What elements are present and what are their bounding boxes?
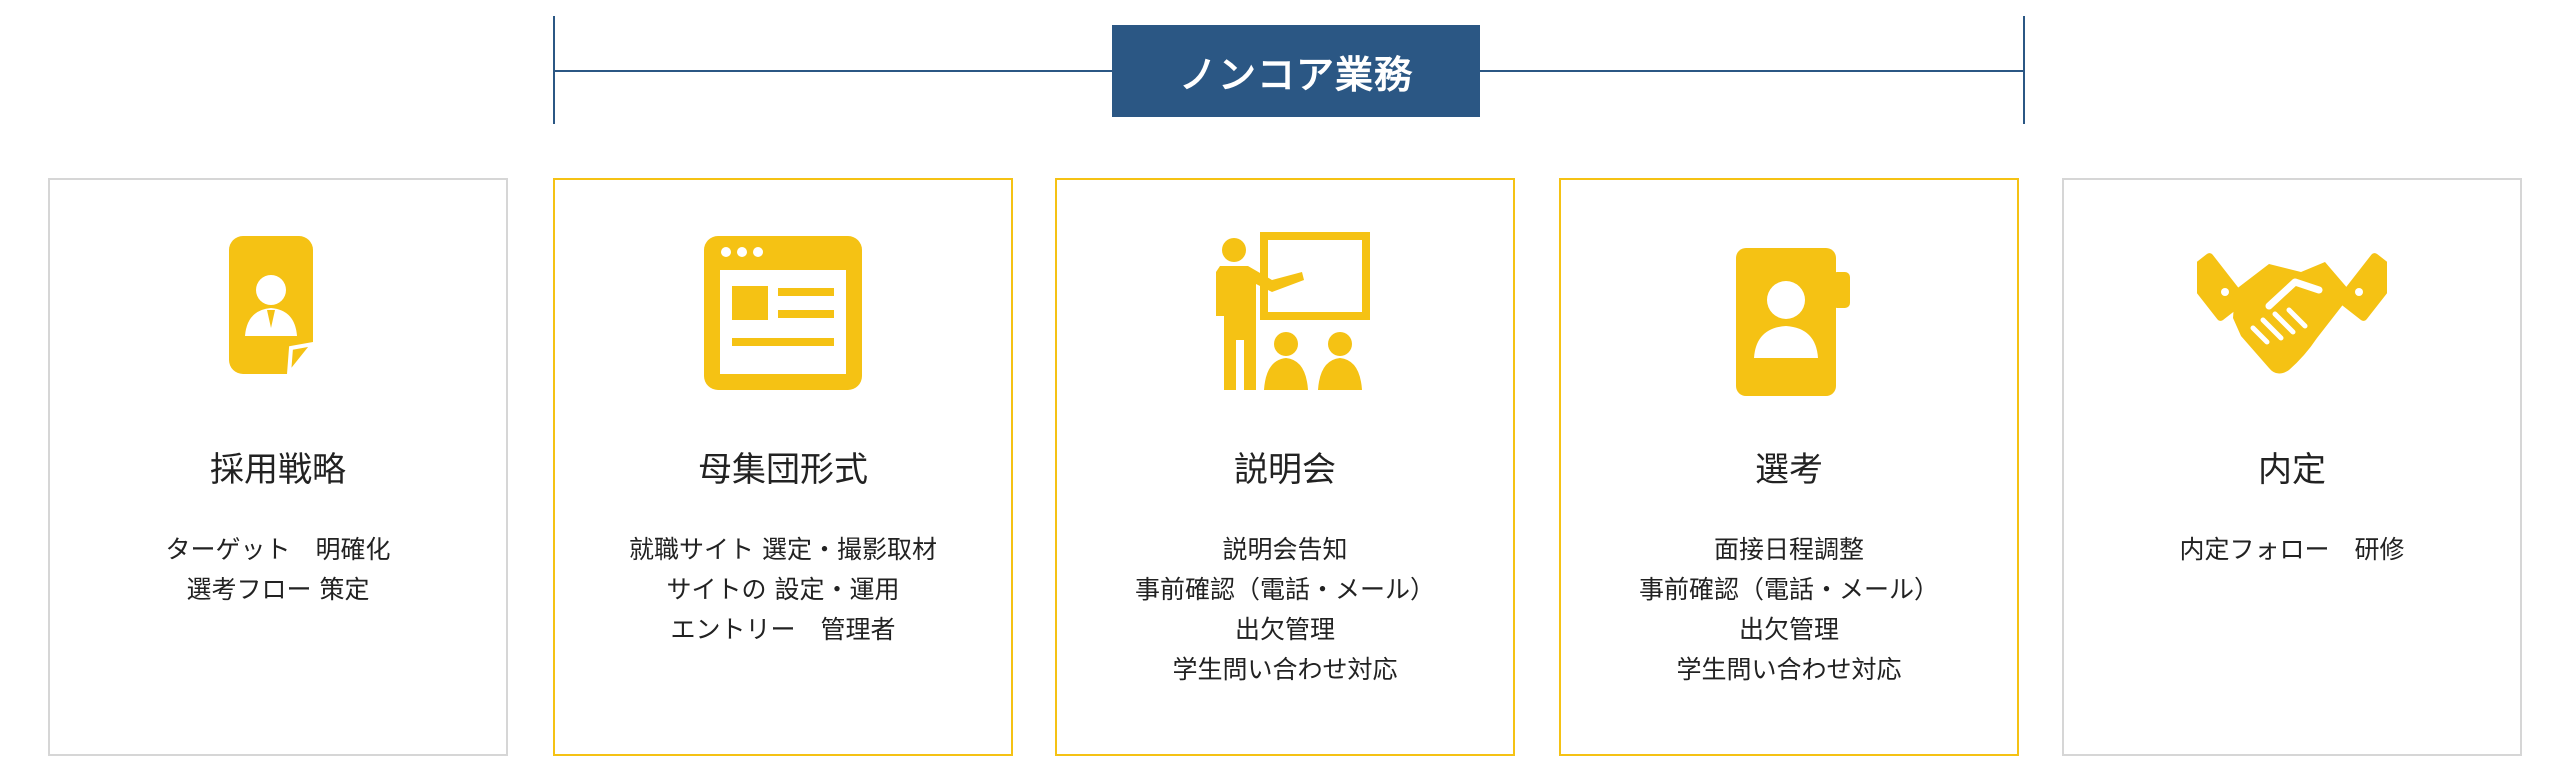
card-line: ターゲット 明確化: [165, 535, 391, 564]
browser-window-icon: [688, 228, 878, 398]
card-line: 就職サイト 選定・撮影取材: [629, 535, 937, 564]
bracket-tick-left: [553, 16, 555, 124]
card-line: 学生問い合わせ対応: [1172, 655, 1398, 684]
card-description: 就職サイト 選定・撮影取材 サイトの 設定・運用 エントリー 管理者: [555, 530, 1011, 650]
card-title: 採用戦略: [210, 450, 346, 490]
bracket-tick-right: [2023, 16, 2025, 124]
card-title: 選考: [1755, 450, 1823, 490]
card-title: 説明会: [1234, 450, 1336, 490]
card-recruit-strategy: 採用戦略 ターゲット 明確化 選考フロー 策定: [48, 178, 508, 756]
card-line: 出欠管理: [1738, 615, 1839, 644]
card-line: 面接日程調整: [1713, 535, 1864, 564]
card-job-offer: 内定 内定フォロー 研修: [2062, 178, 2522, 756]
card-title: 母集団形式: [698, 450, 868, 490]
card-briefing-session: 説明会 説明会告知 事前確認（電話・メール） 出欠管理 学生問い合わせ対応: [1055, 178, 1515, 756]
card-description: 面接日程調整 事前確認（電話・メール） 出欠管理 学生問い合わせ対応: [1561, 530, 2017, 690]
presentation-icon: [1190, 228, 1380, 398]
handshake-icon: [2197, 228, 2387, 398]
noncore-banner: ノンコア業務: [1112, 25, 1480, 117]
card-line: 事前確認（電話・メール）: [1638, 575, 1939, 604]
card-line: サイトの 設定・運用: [666, 575, 900, 604]
card-population-formation: 母集団形式 就職サイト 選定・撮影取材 サイトの 設定・運用 エントリー 管理者: [553, 178, 1013, 756]
card-selection: 選考 面接日程調整 事前確認（電話・メール） 出欠管理 学生問い合わせ対応: [1559, 178, 2019, 756]
card-line: 学生問い合わせ対応: [1676, 655, 1902, 684]
card-line: エントリー 管理者: [670, 615, 896, 644]
card-description: ターゲット 明確化 選考フロー 策定: [50, 530, 506, 610]
card-title: 内定: [2258, 450, 2326, 490]
card-line: 選考フロー 策定: [186, 575, 370, 604]
card-description: 説明会告知 事前確認（電話・メール） 出欠管理 学生問い合わせ対応: [1057, 530, 1513, 690]
card-line: 事前確認（電話・メール）: [1134, 575, 1435, 604]
card-line: 出欠管理: [1234, 615, 1335, 644]
bracket-line-right: [1479, 70, 2025, 72]
bracket-line-left: [553, 70, 1113, 72]
card-line: 内定フォロー 研修: [2179, 535, 2405, 564]
document-person-icon: [183, 228, 373, 398]
card-line: 説明会告知: [1222, 535, 1348, 564]
card-description: 内定フォロー 研修: [2064, 530, 2520, 570]
contact-book-icon: [1694, 228, 1884, 398]
